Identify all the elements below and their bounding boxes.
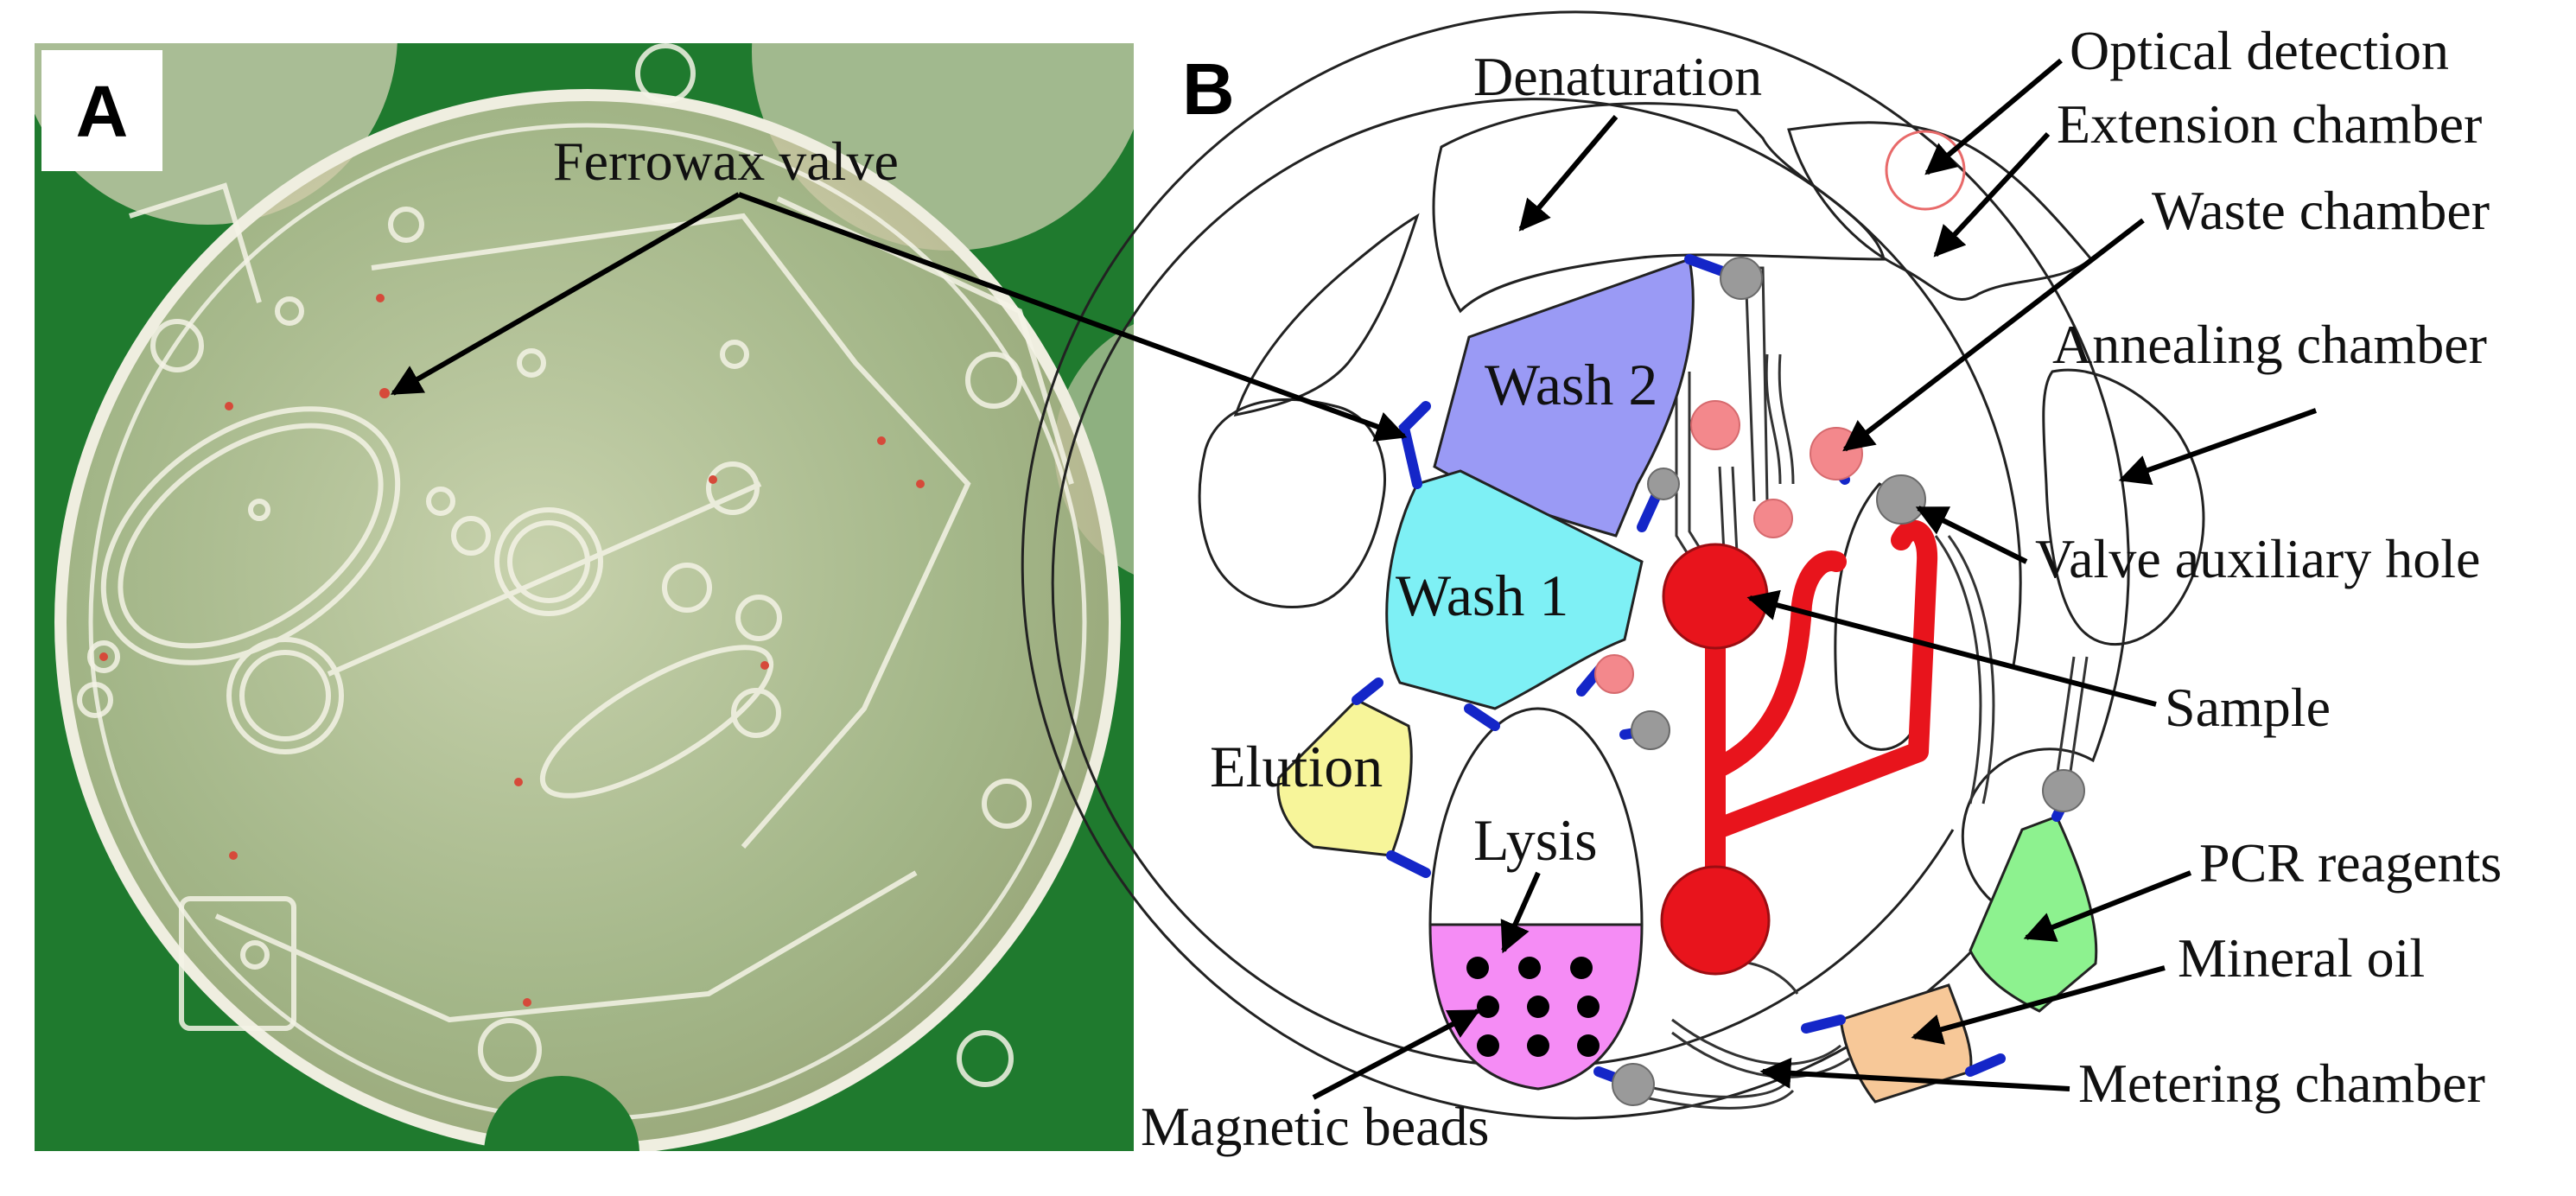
arrow-extension-chamber [1933, 131, 2051, 258]
arrow-optical-detection [1924, 58, 2063, 175]
arrow-valve-auxiliary-hole [1915, 506, 2028, 564]
valve-auxiliary-holes [1612, 257, 2085, 1106]
pcr-reagents-label: PCR reagents [2199, 832, 2502, 894]
magnetic-beads-label: Magnetic beads [1141, 1096, 1489, 1157]
lysis-label: Lysis [1473, 807, 1598, 873]
panel-a-label: A [76, 71, 129, 152]
extension-chamber-label: Extension chamber [2057, 93, 2482, 155]
denaturation-chamber [1432, 102, 1886, 314]
panel-a-label-box [41, 50, 162, 171]
sample-network [1660, 519, 1938, 976]
waste-chamber-label: Waste chamber [2152, 180, 2490, 241]
arrow-magnetic-beads [1312, 1008, 1481, 1100]
arrow-lysis [1500, 871, 1541, 954]
annealing-chamber-label: Annealing chamber [2052, 314, 2487, 375]
left-lobe [1198, 398, 1387, 608]
wash1-label: Wash 1 [1396, 563, 1568, 628]
disc-outline [1021, 10, 2130, 1120]
valve-auxiliary-hole-label: Valve auxiliary hole [2035, 528, 2480, 589]
wash2-label: Wash 2 [1485, 352, 1657, 417]
arrow-mineral-oil [1911, 965, 2166, 1045]
photo-disc [54, 89, 1121, 1151]
sample-outlet-chamber [1660, 865, 1771, 976]
sample-label: Sample [2165, 677, 2331, 738]
wash1-chamber [1385, 469, 1644, 710]
elution-label: Elution [1210, 734, 1383, 799]
callout-arrows [390, 58, 2318, 1100]
arrow-sample [1746, 589, 2157, 707]
denaturation-label: Denaturation [1473, 46, 1762, 107]
photo-wax-specks [99, 294, 925, 1007]
lysis-chamber [1428, 707, 1644, 926]
ferrowax-valve-label: Ferrowax valve [553, 130, 899, 192]
arrow-ferrowax-photo [390, 192, 741, 396]
arrow-metering-chamber [1759, 1057, 2070, 1091]
magnetic-bead-dots [1466, 957, 1600, 1057]
metering-chamber-label: Metering chamber [2078, 1053, 2485, 1114]
arrow-annealing-chamber [2118, 408, 2318, 486]
optical-detection-label: Optical detection [2070, 20, 2449, 81]
upper-left-arm [1233, 213, 1420, 417]
optical-detection-spot [1885, 130, 1966, 211]
arrow-waste-chamber [1842, 218, 2145, 452]
schematic-disc [1021, 10, 2205, 1120]
photo-panel [35, 43, 1134, 1151]
pcr-reagents-chamber [1969, 815, 2098, 1013]
photo-disc-notch [484, 1076, 639, 1151]
arrow-ferrowax-schematic [737, 192, 1408, 442]
annealing-chamber [2042, 368, 2205, 646]
arrow-denaturation [1518, 115, 1619, 232]
panel-b-label: B [1182, 48, 1235, 130]
arrow-pcr-reagents [2023, 870, 2192, 942]
mineral-oil-label: Mineral oil [2178, 927, 2425, 989]
